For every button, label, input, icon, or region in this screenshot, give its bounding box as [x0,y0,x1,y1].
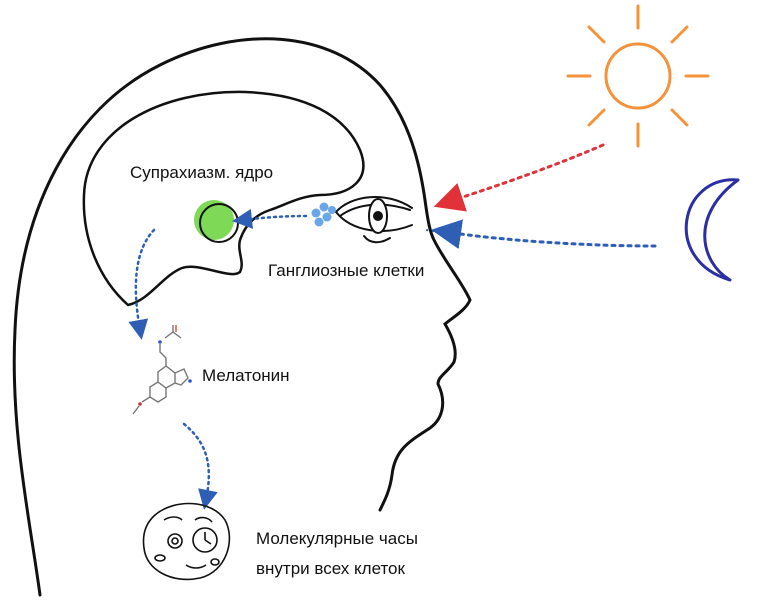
scn-to-melatonin-arrow [128,228,156,340]
molecular-clock-label-line1: Молекулярные часы [256,529,418,548]
retina-to-scn-arrow [232,208,308,229]
ganglion-cells-label: Ганглиозные клетки [268,261,424,280]
melatonin-molecule-icon [132,325,192,415]
molecular-clock-label-line2: внутри всех клеток [256,559,406,578]
crescent-moon-icon [684,178,740,282]
moonlight-arrow [431,219,657,250]
melatonin-label: Мелатонин [202,366,290,385]
cell-clock-icon [142,502,231,581]
sun-icon [566,4,710,148]
sunlight-arrow [433,143,605,212]
head-outline [12,37,472,597]
melatonin-to-cells-arrow [182,422,218,510]
ganglion-cells [311,202,336,227]
light-into-eye-line [425,229,441,233]
scn-label: Супрахиазм. ядро [130,163,273,182]
eye-icon [335,196,413,244]
brain-outline [82,90,365,307]
